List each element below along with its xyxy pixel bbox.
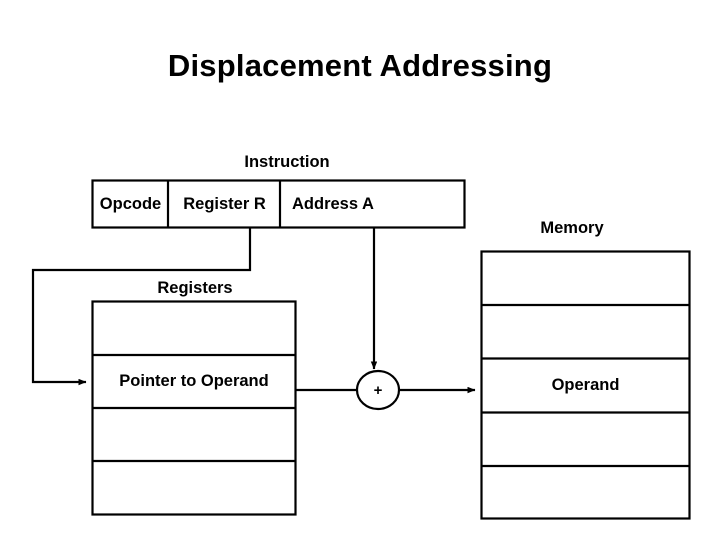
memory-table bbox=[480, 250, 691, 520]
page-title: Displacement Addressing bbox=[167, 48, 553, 83]
memory-row-5-text bbox=[482, 466, 689, 519]
register-to-registers-arrow bbox=[31, 227, 252, 386]
registers-row-2-text: Pointer to Operand bbox=[119, 372, 269, 390]
adder-plus-label: + bbox=[373, 382, 383, 399]
instruction-box bbox=[91, 179, 466, 229]
memory-row-2-text bbox=[482, 305, 689, 358]
instruction-field-address: Address A bbox=[292, 194, 374, 213]
memory-label: Memory bbox=[540, 219, 604, 237]
instruction-field-register: Register R bbox=[183, 194, 266, 213]
instruction-label: Instruction bbox=[244, 153, 330, 171]
registers-label: Registers bbox=[157, 279, 233, 297]
registers-row-3-text bbox=[93, 408, 295, 461]
memory-row-4-text bbox=[482, 412, 689, 466]
memory-row-3-text: Operand bbox=[551, 375, 620, 394]
registers-row-4-text bbox=[93, 461, 295, 514]
instruction-field-opcode: Opcode bbox=[99, 194, 162, 213]
memory-row-1-text bbox=[482, 252, 689, 305]
registers-row-1-text bbox=[93, 302, 295, 355]
